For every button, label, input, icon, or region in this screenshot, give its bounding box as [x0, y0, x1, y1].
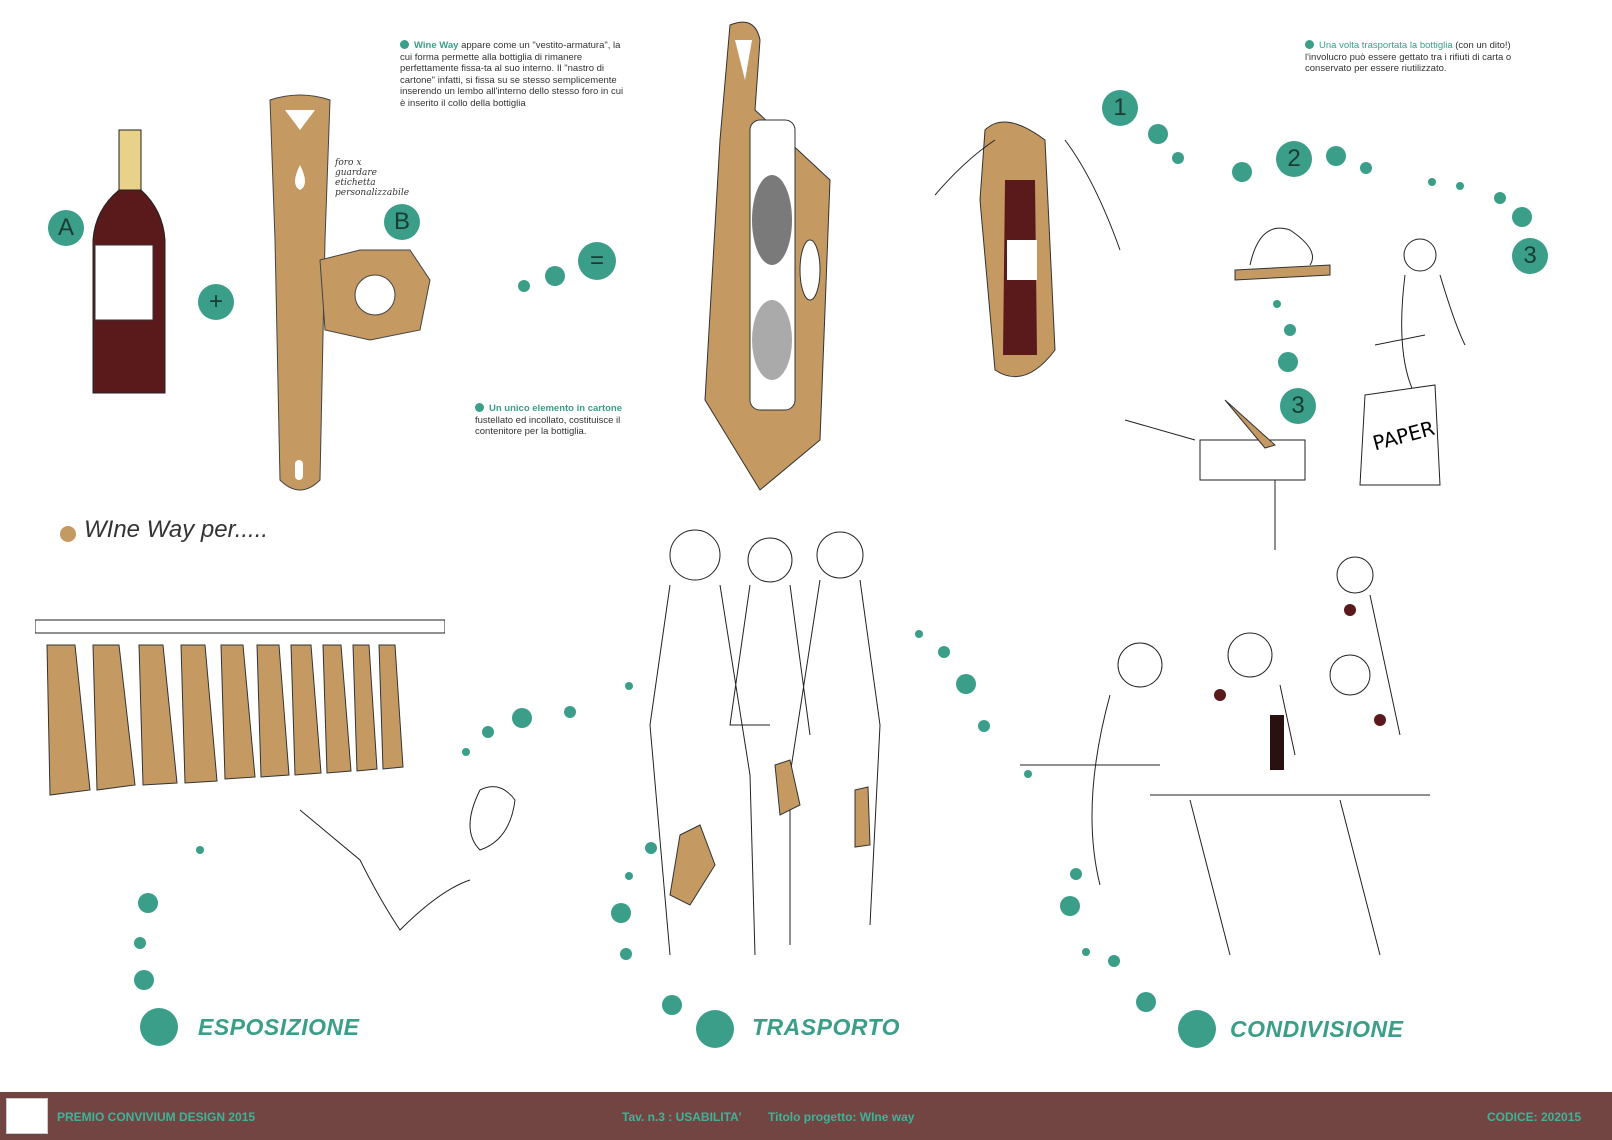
note-text: fustellato ed incollato, costituisce il …	[475, 414, 621, 438]
footer-code: CODICE: 202015	[1487, 1110, 1582, 1124]
section-title: WIne Way per.....	[84, 516, 269, 543]
dot	[462, 748, 470, 756]
dot	[1428, 178, 1436, 186]
footer-table: Tav. n.3 : USABILITA'	[622, 1110, 742, 1124]
dot	[956, 674, 976, 694]
dot	[662, 995, 682, 1015]
note-trasportata: Una volta trasportata la bottiglia (con …	[1305, 40, 1535, 75]
dot	[545, 266, 565, 286]
step-2-badge: 2	[1276, 141, 1312, 177]
label-a-badge: A	[48, 210, 84, 246]
bullet-icon	[1305, 40, 1314, 49]
dot	[1273, 300, 1281, 308]
footer-bar: PREMIO CONVIVIUM DESIGN 2015 Tav. n.3 : …	[0, 1092, 1612, 1140]
dot	[134, 970, 154, 990]
dot	[1512, 207, 1532, 227]
paper-bin-person-illustration: PAPER	[1359, 238, 1466, 486]
dot	[1172, 152, 1184, 164]
packaged-bottle-illustration	[704, 21, 831, 491]
dot	[938, 646, 950, 658]
dot	[482, 726, 494, 738]
dot	[1024, 770, 1032, 778]
dot	[611, 903, 631, 923]
cardboard-die-cut-illustration	[269, 94, 431, 491]
category-bullet-icon	[1178, 1010, 1216, 1048]
footer-competition: PREMIO CONVIVIUM DESIGN 2015	[57, 1110, 256, 1124]
three-friends-illustration	[649, 529, 881, 956]
dot	[1148, 124, 1168, 144]
dot	[620, 948, 632, 960]
dot	[1456, 182, 1464, 190]
competition-logo	[6, 1098, 48, 1134]
dot	[512, 708, 532, 728]
pointing-woman-illustration	[300, 786, 516, 931]
dot	[564, 706, 576, 718]
dot	[1278, 352, 1298, 372]
dot	[1108, 955, 1120, 967]
dot	[518, 280, 530, 292]
bullet-icon	[475, 403, 484, 412]
category-bullet-icon	[696, 1010, 734, 1048]
category-condivisione: CONDIVISIONE	[1230, 1016, 1404, 1042]
dot	[1360, 162, 1372, 174]
category-trasporto: TRASPORTO	[752, 1014, 901, 1040]
bullet-icon	[60, 526, 76, 542]
note-wine-way: Wine Way appare come un "vestito-armatur…	[400, 40, 625, 109]
dot	[978, 720, 990, 732]
hand-holding-bottle-illustration	[935, 121, 1121, 378]
category-esposizione: ESPOSIZIONE	[198, 1014, 360, 1040]
step-3-badge-b: 3	[1280, 388, 1316, 424]
plus-badge: +	[198, 284, 234, 320]
trash-bin-illustration	[1125, 399, 1306, 550]
note-highlight: Un unico elemento in cartone	[489, 403, 623, 414]
dot	[645, 842, 657, 854]
dot	[134, 937, 146, 949]
note-text: appare come un "vestito-armatura", la cu…	[400, 40, 624, 109]
dot	[1232, 162, 1252, 182]
sharing-at-bar-illustration	[1020, 556, 1430, 956]
step-3-badge: 3	[1512, 238, 1548, 274]
note-unico: Un unico elemento in cartone fustellato …	[475, 403, 625, 438]
dot	[138, 893, 158, 913]
dot	[625, 872, 633, 880]
note-highlight: Una volta trasportata la bottiglia	[1319, 40, 1453, 51]
dot	[1326, 146, 1346, 166]
dot	[1070, 868, 1082, 880]
dot	[1494, 192, 1506, 204]
category-bullet-icon	[140, 1008, 178, 1046]
wine-bottle-illustration	[92, 129, 166, 394]
dot	[1284, 324, 1296, 336]
note-highlight: Wine Way	[414, 40, 459, 51]
step-1-badge: 1	[1102, 90, 1138, 126]
dot	[625, 682, 633, 690]
flattened-package-illustration	[1234, 227, 1331, 281]
bullet-icon	[400, 40, 409, 49]
exhibition-rack-illustration	[35, 619, 445, 796]
footer-project: Titolo progetto: WIne way	[768, 1110, 915, 1124]
dot	[1082, 948, 1090, 956]
dot	[915, 630, 923, 638]
label-b-badge: B	[384, 204, 420, 240]
dot	[196, 846, 204, 854]
dot	[1060, 896, 1080, 916]
handwritten-note: foro x guardare etichetta personalizzabi…	[335, 158, 410, 198]
note-text: (con un dito!) l'involucro può essere ge…	[1305, 40, 1512, 74]
equals-badge: =	[578, 242, 616, 280]
dot	[1136, 992, 1156, 1012]
